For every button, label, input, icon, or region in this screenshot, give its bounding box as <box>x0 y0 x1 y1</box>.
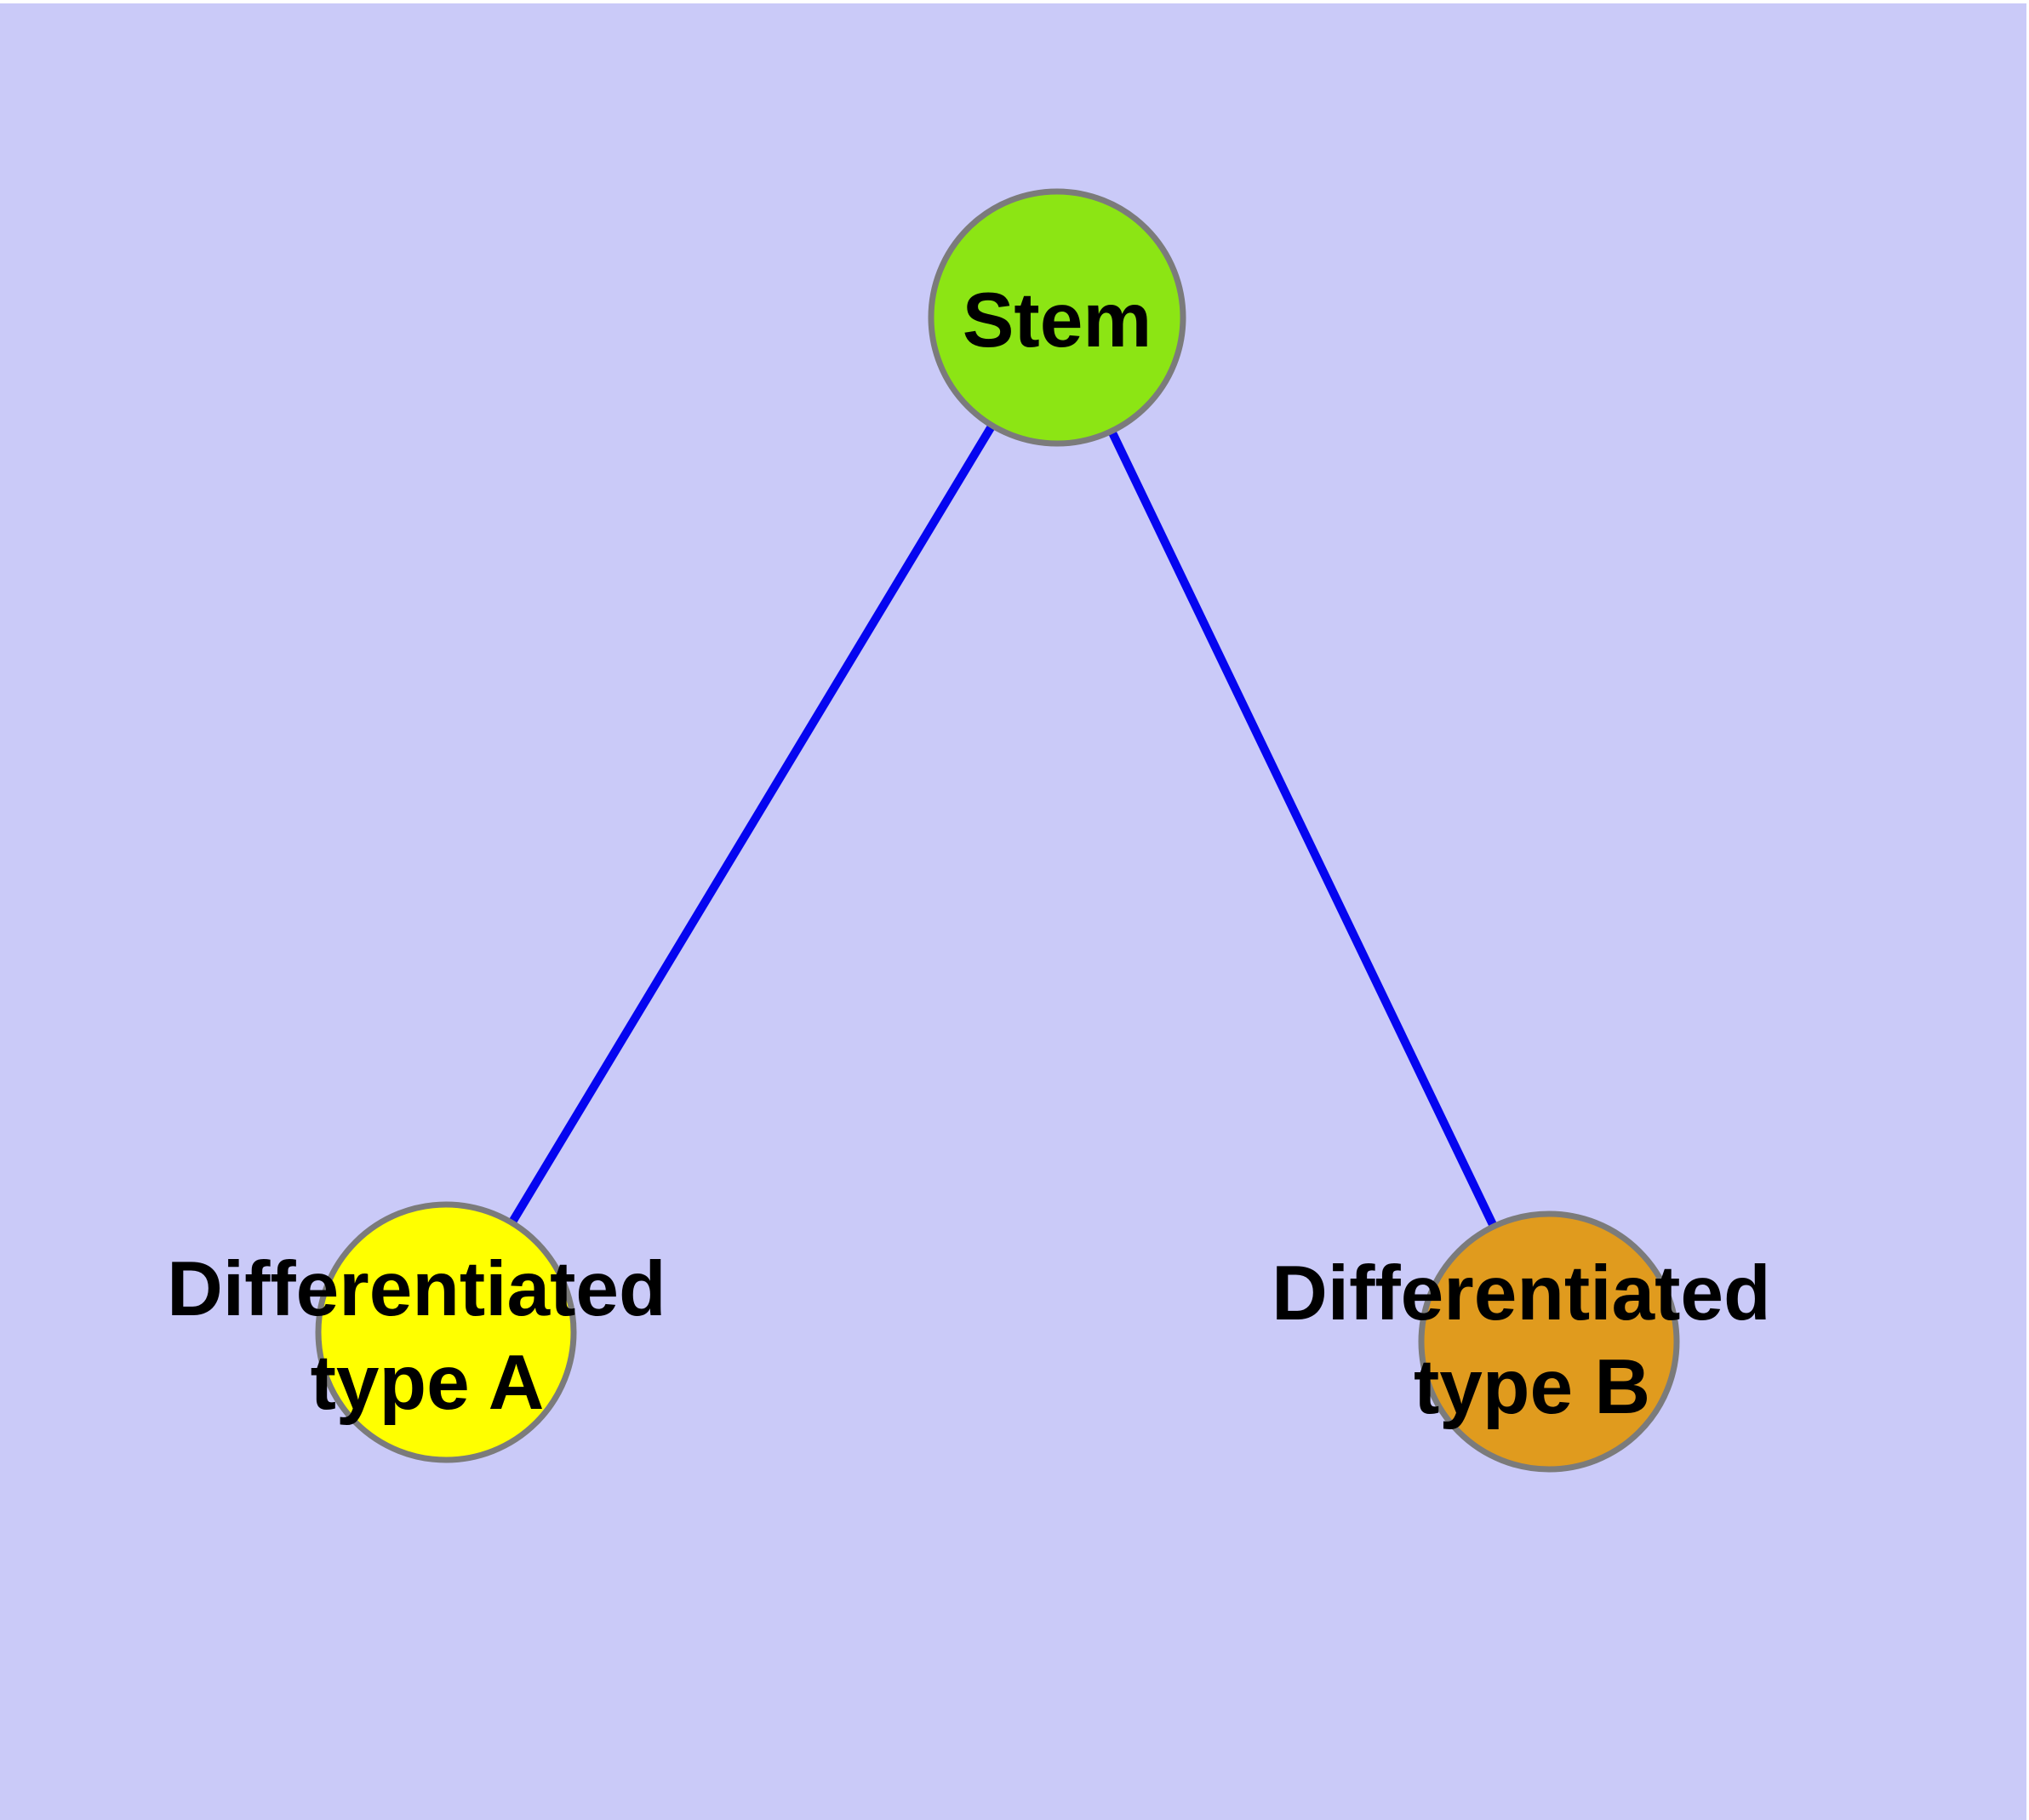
edge-stem-to-type-a <box>442 315 1061 1335</box>
node-type-b-label-line1: Differentiated <box>1272 1251 1771 1336</box>
node-stem-label-text: Stem <box>963 278 1152 363</box>
nodes <box>315 188 1680 1473</box>
node-stem-circle <box>928 188 1186 447</box>
node-stem-label: Stem <box>963 278 1152 363</box>
edge-stem-to-type-b <box>1053 315 1553 1344</box>
edges <box>442 315 1553 1344</box>
node-type-b-label: Differentiated type B <box>1272 1251 1792 1430</box>
node-labels: Stem Differentiated type A Differentiate… <box>167 278 1792 1430</box>
node-type-a-label-line2: type A <box>311 1340 545 1426</box>
node-type-a-circle <box>315 1201 577 1463</box>
node-type-a-label: Differentiated type A <box>167 1246 688 1426</box>
node-type-a-label-line1: Differentiated <box>167 1246 666 1332</box>
node-type-b-circle <box>1418 1210 1680 1473</box>
node-type-b-label-line2: type B <box>1414 1344 1650 1430</box>
